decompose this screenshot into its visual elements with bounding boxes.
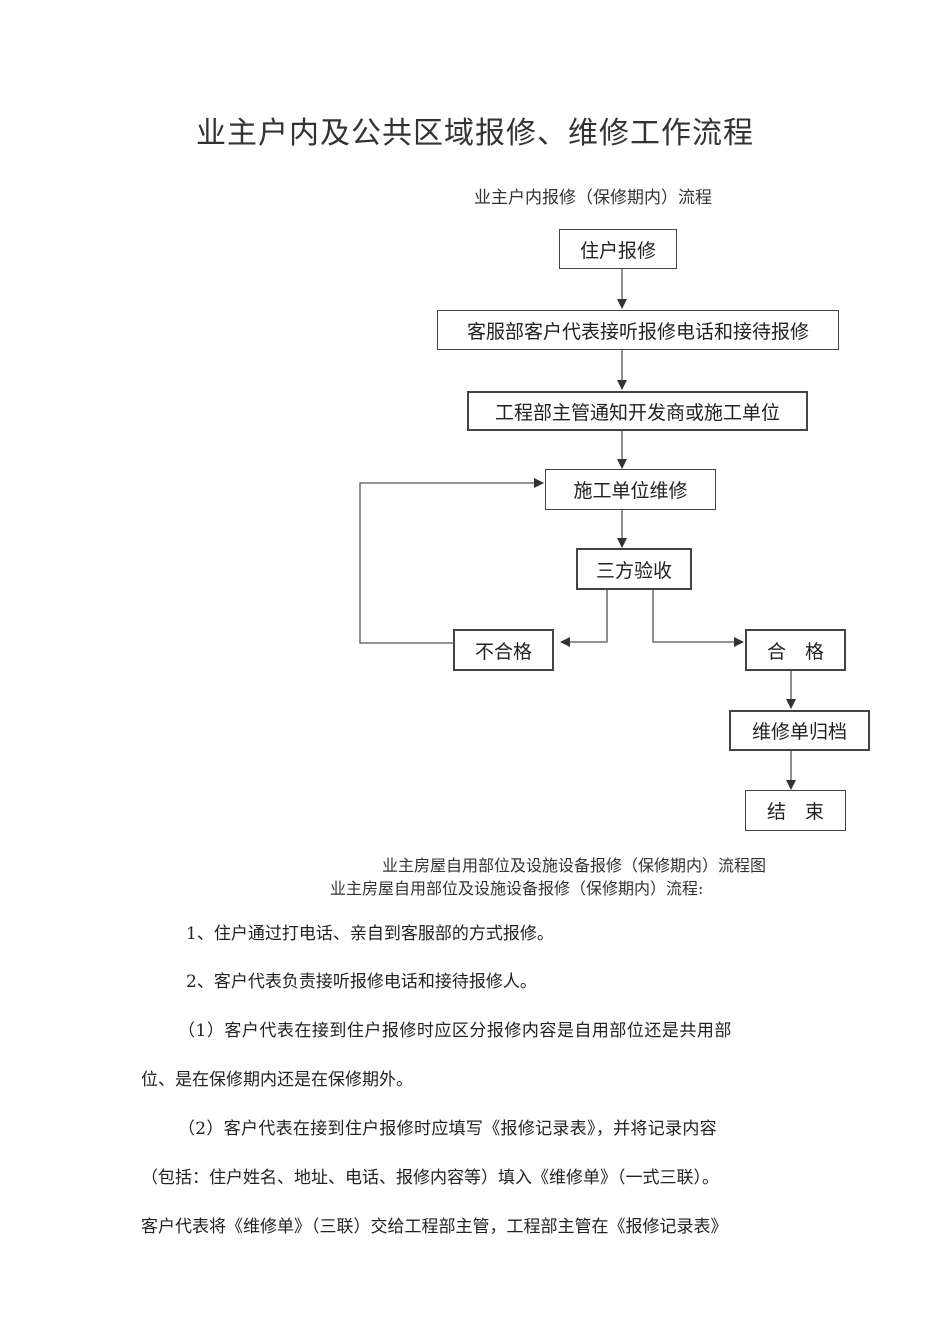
paragraph-1: 1、住户通过打电话、亲自到客服部的方式报修。	[186, 924, 554, 944]
arrow-inspection-to-passed	[652, 590, 744, 647]
paragraph-4-line-2: （包括：住户姓名、地址、电话、报修内容等）填入《维修单》（一式三联）。	[141, 1168, 719, 1188]
flowchart-subtitle: 业主户内报修（保修期内）流程	[474, 188, 712, 208]
document-title: 业主户内及公共区域报修、维修工作流程	[196, 116, 754, 151]
paragraph-2: 2、客户代表负责接听报修电话和接待报修人。	[186, 972, 537, 992]
flowchart-caption: 业主房屋自用部位及设施设备报修（保修期内）流程图	[382, 856, 767, 875]
flow-node-archive: 维修单归档	[729, 710, 870, 751]
flow-node-customer-service: 客服部客户代表接听报修电话和接待报修	[437, 310, 839, 350]
flow-node-engineering-notify: 工程部主管通知开发商或施工单位	[467, 391, 808, 431]
flow-node-resident-report: 住户报修	[559, 229, 677, 269]
paragraph-4-line-1: （2）客户代表在接到住户报修时应填写《报修记录表》，并将记录内容	[178, 1119, 717, 1139]
arrow-failed-loop-to-repair	[359, 478, 544, 644]
flow-node-passed: 合 格	[745, 629, 846, 671]
flow-node-three-party-inspection: 三方验收	[576, 548, 692, 590]
paragraph-3-line-2: 位、是在保修期内还是在保修期外。	[141, 1070, 413, 1090]
paragraph-4-line-3: 客户代表将《维修单》（三联）交给工程部主管，工程部主管在《报修记录表》	[141, 1217, 728, 1237]
paragraph-3-line-1: （1）客户代表在接到住户报修时应区分报修内容是自用部位还是共用部	[178, 1021, 732, 1041]
arrow-inspection-to-failed	[560, 590, 608, 647]
flow-node-end: 结 束	[745, 790, 846, 831]
section-heading: 业主房屋自用部位及设施设备报修（保修期内）流程:	[330, 879, 704, 898]
flow-node-contractor-repair: 施工单位维修	[545, 469, 716, 510]
flow-node-failed: 不合格	[453, 629, 554, 671]
